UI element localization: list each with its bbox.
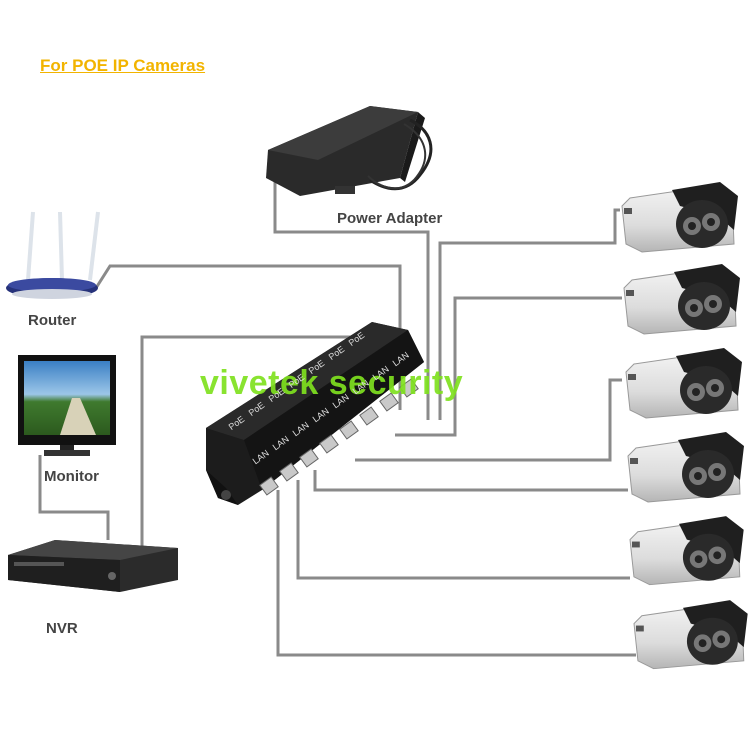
cable-camera-1 xyxy=(438,208,620,420)
poe-injector-icon xyxy=(206,322,424,505)
cable-camera-4 xyxy=(313,470,628,492)
nvr-label: NVR xyxy=(46,620,78,637)
camera-icon-2 xyxy=(623,263,741,335)
nvr-icon xyxy=(8,540,178,592)
diagram-title: For POE IP Cameras xyxy=(40,56,206,75)
power-adapter-label: Power Adapter xyxy=(337,210,443,227)
monitor-icon xyxy=(18,355,116,456)
cable-monitor-nvr xyxy=(38,455,110,540)
camera-icon-5 xyxy=(629,515,745,586)
cable-nvr xyxy=(140,335,370,553)
cable-camera-2 xyxy=(395,296,622,437)
cables xyxy=(38,175,636,657)
poe-ports xyxy=(259,378,419,496)
cable-camera-5 xyxy=(296,480,630,580)
cable-power-adapter xyxy=(273,175,430,420)
power-adapter-icon xyxy=(266,106,433,196)
cable-camera-3 xyxy=(355,378,622,462)
router-label: Router xyxy=(28,312,77,329)
camera-icon-4 xyxy=(627,431,745,503)
camera-icon-1 xyxy=(621,181,739,253)
camera-icon-3 xyxy=(625,347,743,419)
watermark-text: vivetek security xyxy=(200,364,464,402)
cable-camera-6 xyxy=(276,490,636,657)
monitor-label: Monitor xyxy=(44,468,99,485)
camera-icon-6 xyxy=(633,599,749,670)
router-icon xyxy=(6,211,100,299)
